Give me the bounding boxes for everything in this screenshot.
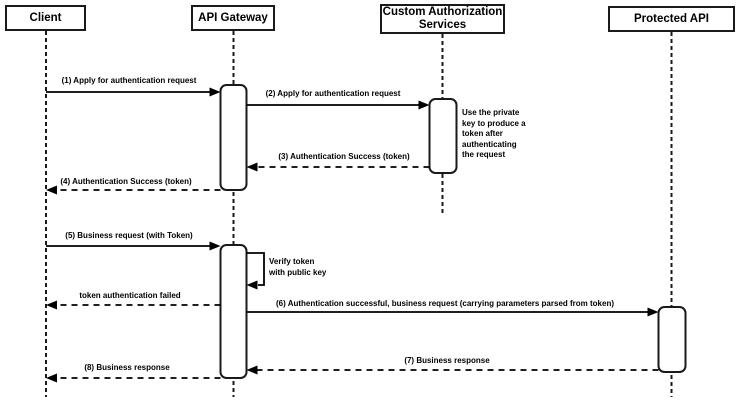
message-label-6: (6) Authentication successful, business … (275, 299, 615, 308)
actor-api-gateway-label: API Gateway (198, 11, 268, 24)
message-label-7: (7) Business response (404, 356, 490, 365)
actor-custom-authorization-services: Custom Authorization Services (380, 4, 505, 34)
actor-custom-authorization-services-label: Custom Authorization Services (382, 6, 503, 31)
message-label-token-failed: token authentication failed (79, 291, 181, 300)
activation-custom-authorization (428, 98, 458, 174)
note-private-key-line-3: token after (462, 129, 503, 138)
arrowhead-message-5 (209, 241, 221, 251)
arrowhead-message-3 (246, 162, 258, 172)
message-label-2: (2) Apply for authentication request (265, 89, 401, 98)
actor-client-label: Client (29, 11, 62, 24)
self-message-loop (246, 252, 265, 286)
arrowhead-message-7 (246, 365, 258, 375)
arrowhead-message-6 (647, 307, 659, 317)
arrowhead-self-message (246, 280, 258, 290)
arrowhead-message-token-failed (46, 300, 57, 310)
note-private-key-line-5: the request (462, 150, 506, 159)
message-label-4: (4) Authentication Success (token) (60, 177, 192, 186)
arrowhead-message-2 (418, 100, 430, 110)
message-label-1: (1) Apply for authentication request (61, 76, 197, 85)
arrowhead-message-8 (46, 373, 57, 383)
note-private-key-line-2: key to produce a (462, 118, 526, 128)
arrowhead-message-1 (209, 87, 221, 97)
actor-protected-api-label: Protected API (634, 12, 709, 25)
message-label-5: (5) Business request (with Token) (65, 231, 193, 240)
message-label-3: (3) Authentication Success (token) (278, 152, 410, 161)
activation-api-gateway-2 (219, 244, 248, 379)
activation-protected-api (657, 306, 687, 373)
message-label-8: (8) Business response (84, 363, 170, 372)
activation-api-gateway-1 (219, 84, 248, 191)
note-verify-token-line-2: with public key (269, 267, 327, 277)
note-private-key-line-4: authenticating (462, 139, 517, 149)
actor-client: Client (5, 5, 86, 31)
note-verify-token: Verify token with public key (269, 257, 339, 278)
actor-protected-api: Protected API (608, 6, 735, 32)
note-private-key-line-1: Use the private (462, 108, 520, 117)
actor-api-gateway: API Gateway (191, 5, 275, 31)
note-verify-token-line-1: Verify token (269, 257, 315, 266)
arrowhead-message-4 (46, 185, 57, 195)
note-private-key: Use the private key to produce a token a… (462, 108, 530, 161)
